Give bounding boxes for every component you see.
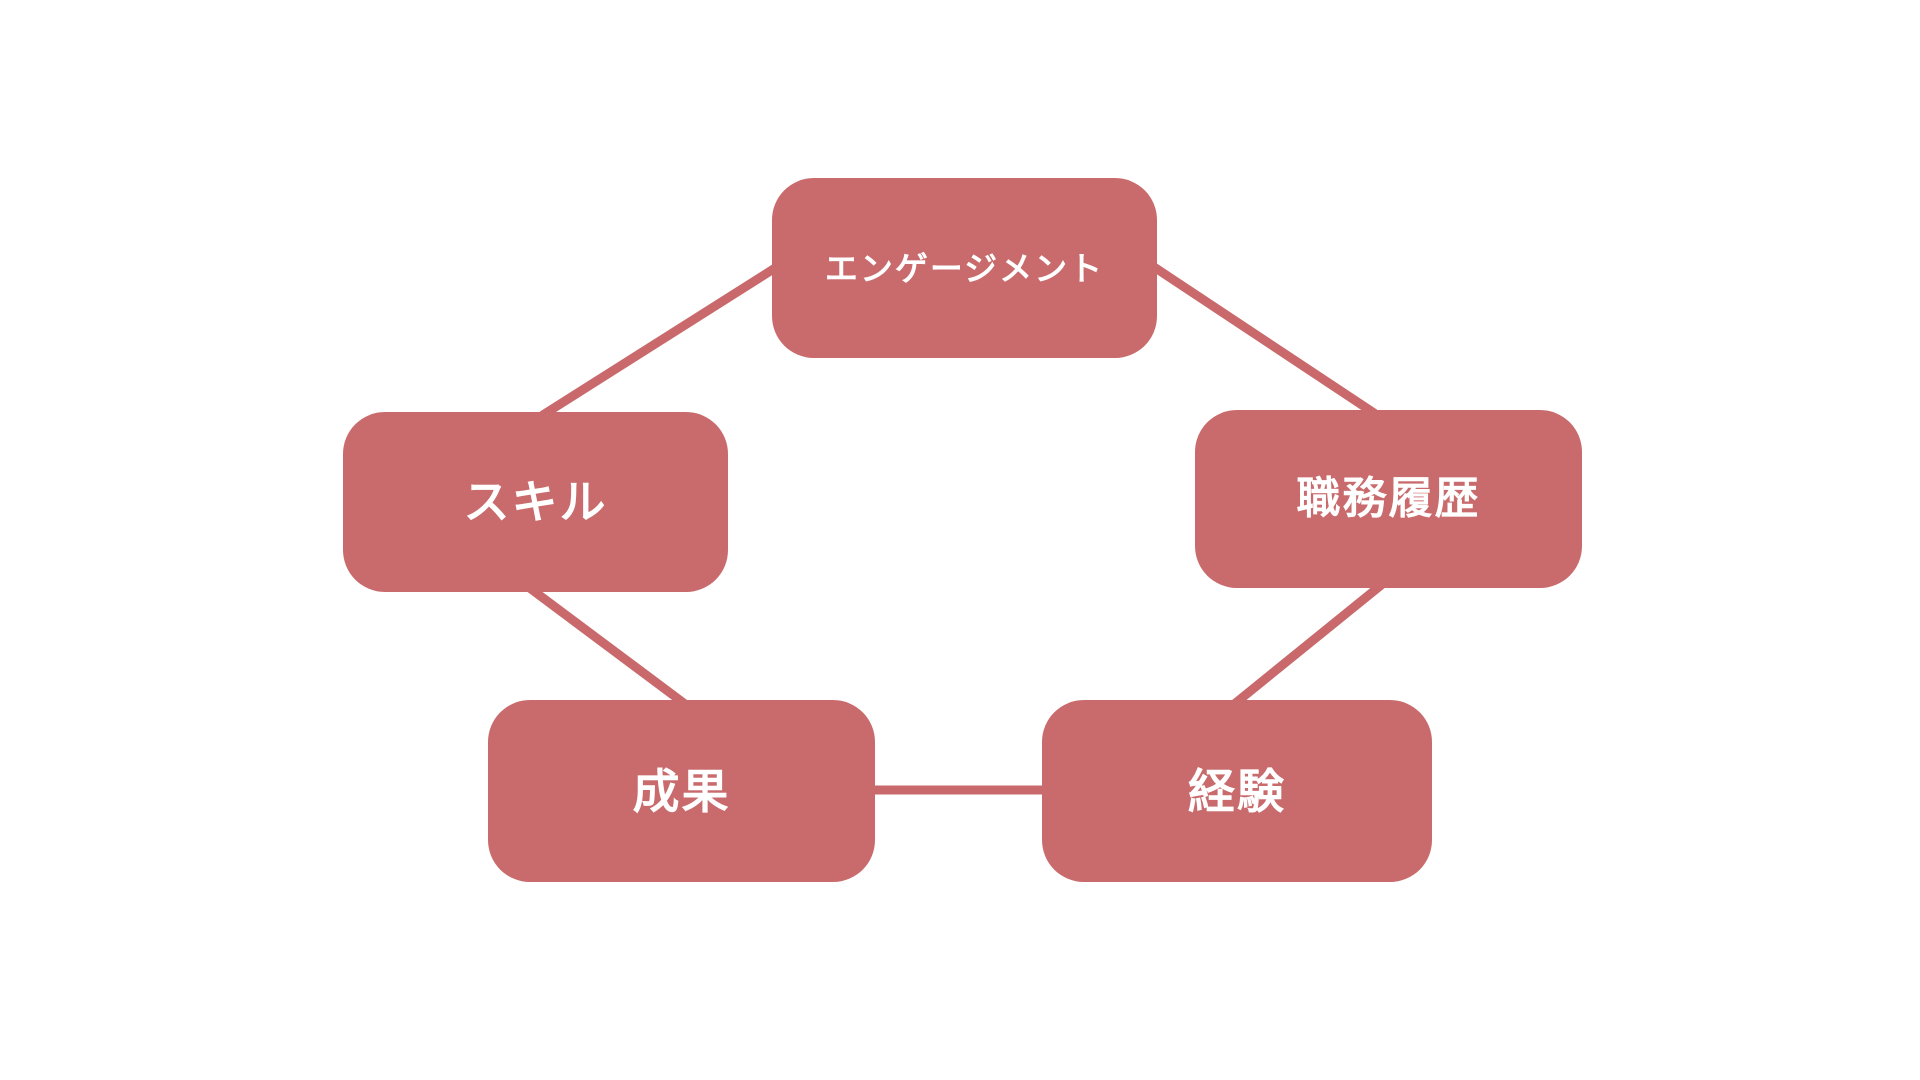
connector-skill-engagement <box>539 263 779 420</box>
node-job-history: 職務履歴 <box>1195 410 1582 588</box>
node-experience-label: 経験 <box>1188 764 1286 818</box>
node-results: 成果 <box>488 700 875 882</box>
connector-job-history-experience <box>1231 579 1387 708</box>
connector-results-skill <box>524 582 688 708</box>
node-engagement-label: エンゲージメント <box>824 249 1105 287</box>
node-skill: スキル <box>343 412 728 592</box>
node-results-label: 成果 <box>632 764 731 818</box>
node-job-history-label: 職務履歴 <box>1296 474 1481 523</box>
connector-group <box>524 262 1387 795</box>
connector-engagement-job-history <box>1150 262 1378 418</box>
node-experience: 経験 <box>1042 700 1432 882</box>
node-engagement: エンゲージメント <box>772 178 1157 358</box>
node-skill-label: スキル <box>463 476 608 528</box>
